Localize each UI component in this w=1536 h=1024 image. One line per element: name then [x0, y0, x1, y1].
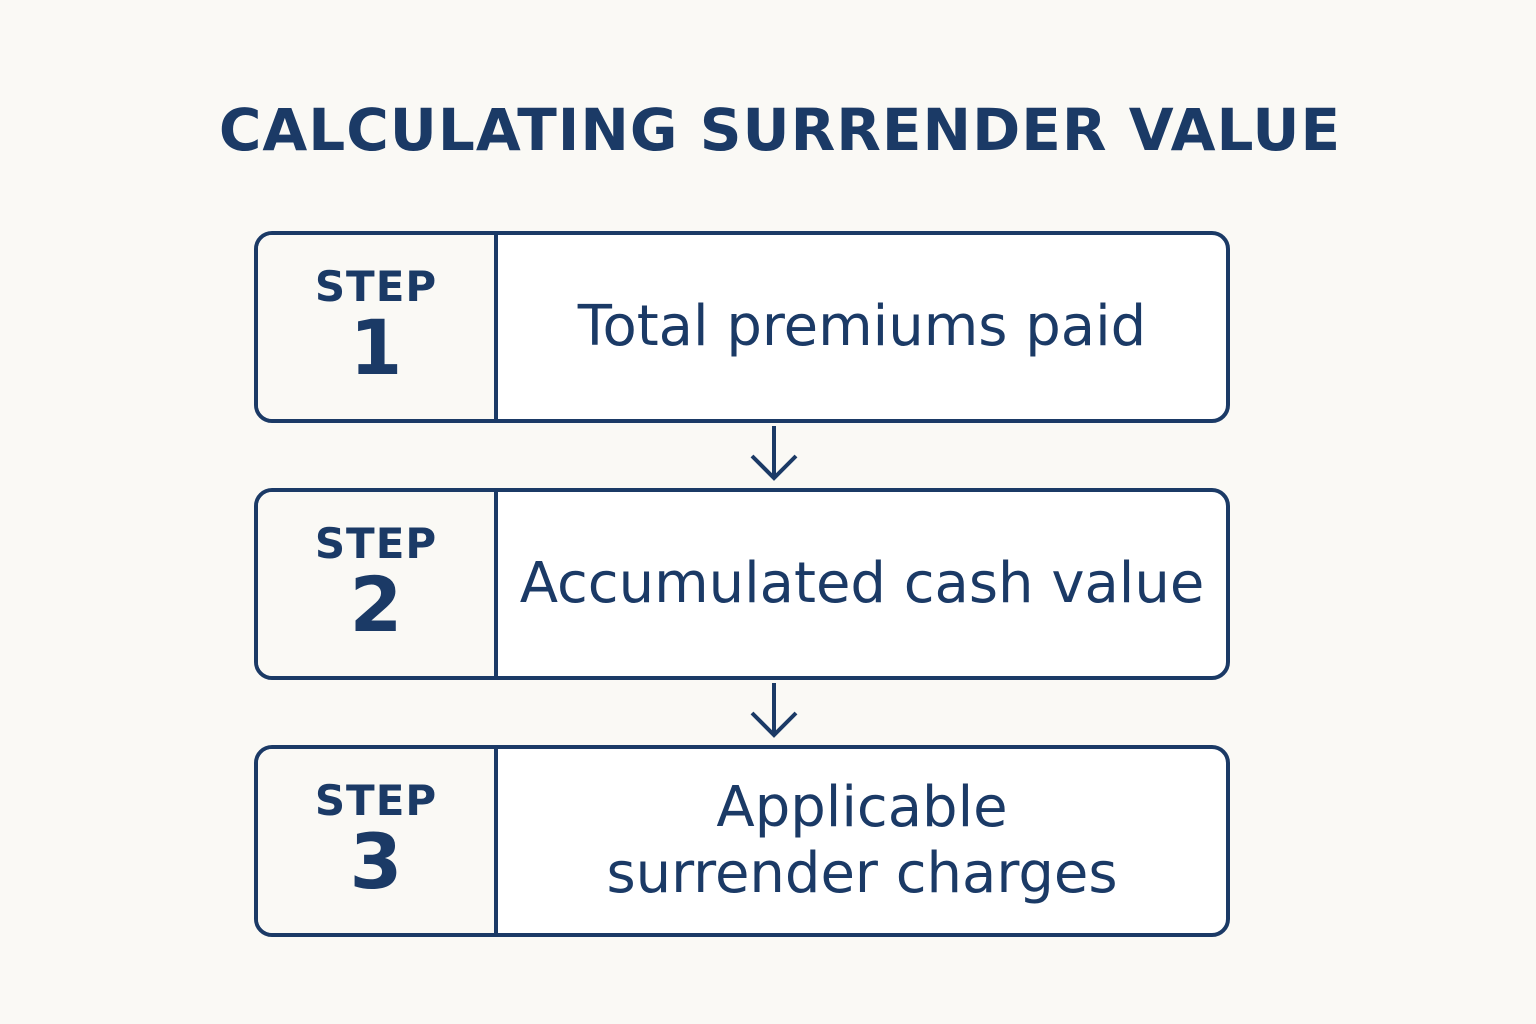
- step-number: 3: [349, 817, 403, 906]
- step-box-2: STEP 2 Accumulated cash value: [254, 488, 1230, 680]
- step-description: Accumulated cash value: [519, 551, 1205, 616]
- arrow-down-icon: [750, 426, 798, 481]
- step-label: STEP: [314, 262, 438, 311]
- step-description: Total premiums paid: [577, 294, 1147, 359]
- arrow-down-icon: [750, 683, 798, 738]
- step-description: Applicable surrender charges: [606, 775, 1118, 906]
- step-badge-2: STEP 2: [258, 492, 498, 676]
- step-badge-1: STEP 1: [258, 235, 498, 419]
- step-box-3: STEP 3 Applicable surrender charges: [254, 745, 1230, 937]
- step-label: STEP: [314, 776, 438, 825]
- step-badge-3: STEP 3: [258, 749, 498, 933]
- step-number: 1: [349, 303, 403, 392]
- step-label: STEP: [314, 519, 438, 568]
- step-box-1: STEP 1 Total premiums paid: [254, 231, 1230, 423]
- step-number: 2: [349, 560, 403, 649]
- diagram-title: CALCULATING SURRENDER VALUE: [218, 96, 1342, 164]
